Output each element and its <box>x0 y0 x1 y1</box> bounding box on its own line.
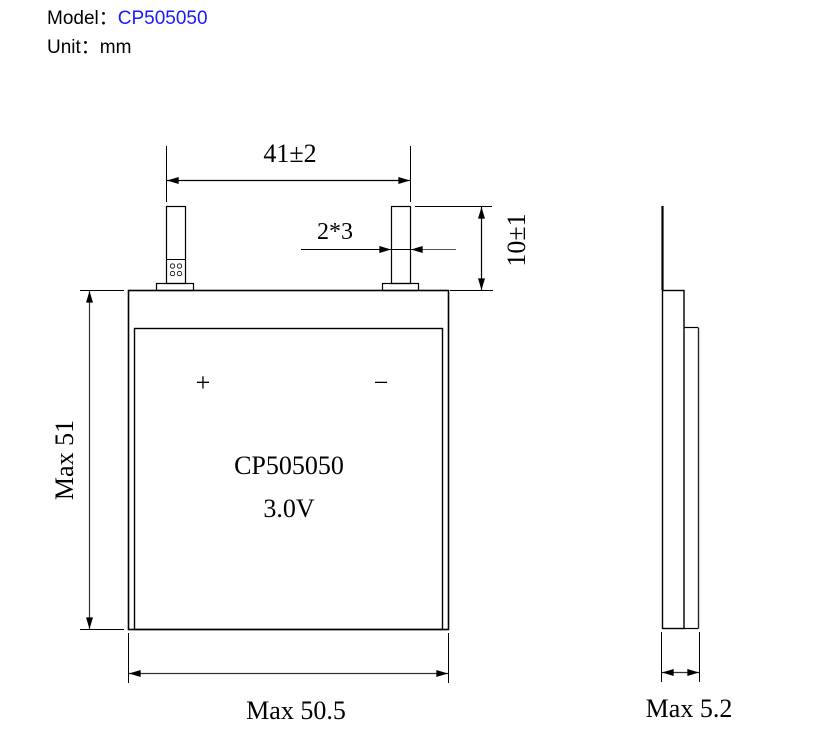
side-body-outline <box>661 289 685 630</box>
thickness-label: Max 5.2 <box>646 694 733 723</box>
dimension-height: Max 51 <box>50 290 124 630</box>
negative-symbol: − <box>374 368 389 397</box>
tab-length-label: 10±1 <box>502 213 531 266</box>
dimension-tab-size: 2*3 <box>301 219 456 253</box>
battery-cell-area <box>133 327 444 631</box>
tab-size-label: 2*3 <box>317 219 353 245</box>
unit-value: mm <box>99 37 132 58</box>
battery-model-label: CP505050 <box>234 451 344 480</box>
front-view: + − CP505050 3.0V <box>127 205 450 631</box>
spec-header: Model：CP505050 Unit：mm <box>47 4 208 62</box>
dimension-thickness: Max 5.2 <box>646 632 733 723</box>
height-label: Max 51 <box>50 420 79 500</box>
dimension-tab-spacing: 41±2 <box>166 139 411 202</box>
unit-row: Unit：mm <box>47 33 208 62</box>
model-value: CP505050 <box>117 8 208 29</box>
positive-tab <box>155 205 195 292</box>
model-row: Model：CP505050 <box>47 4 208 33</box>
unit-label: Unit： <box>47 37 100 58</box>
positive-symbol: + <box>196 368 211 397</box>
model-label: Model： <box>47 8 118 29</box>
side-view <box>661 206 700 630</box>
battery-voltage-label: 3.0V <box>263 494 315 523</box>
width-label: Max 50.5 <box>246 696 346 725</box>
negative-tab <box>381 205 420 292</box>
dimension-tab-length: 10±1 <box>415 206 531 291</box>
tab-spacing-label: 41±2 <box>263 139 316 168</box>
dimension-width: Max 50.5 <box>128 633 449 725</box>
